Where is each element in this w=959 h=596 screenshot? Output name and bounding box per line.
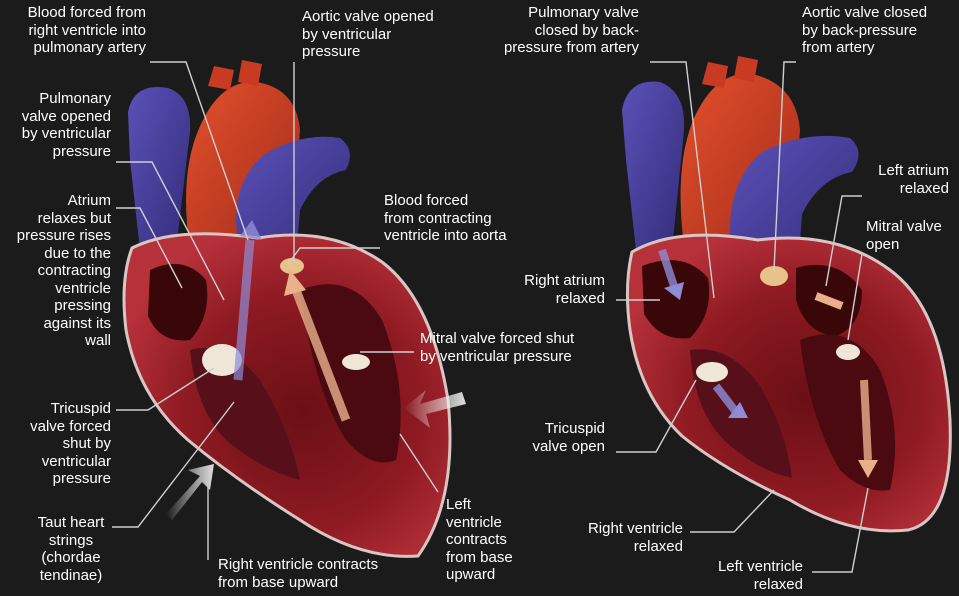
label-tricuspid-shut: Tricuspid valve forced shut by ventricul…: [30, 400, 111, 488]
label-rv-relaxed: Right ventricle relaxed: [588, 520, 683, 555]
mitral-inflow-arrow: [864, 380, 868, 460]
label-pulmonary-closed: Pulmonary valve closed by back- pressure…: [504, 4, 639, 57]
mitral-valve: [836, 344, 860, 360]
label-tricuspid-open: Tricuspid valve open: [532, 420, 605, 455]
leader-rv-relaxed: [690, 490, 774, 532]
systole-heart: [124, 60, 466, 556]
mitral-valve: [342, 354, 370, 370]
label-lv-relaxed: Left ventricle relaxed: [718, 558, 803, 593]
label-mitral-shut: Mitral valve forced shut by ventricular …: [420, 330, 574, 365]
diastole-heart: [622, 56, 950, 531]
rv-compression-arrow: [166, 464, 214, 520]
label-left-atrium-relaxed: Left atrium relaxed: [878, 162, 949, 197]
label-rv-contracts: Right ventricle contracts from base upwa…: [218, 556, 378, 591]
label-pulmonary-opened: Pulmonary valve opened by ventricular pr…: [22, 90, 111, 160]
label-atrium-relaxes: Atrium relaxes but pressure rises due to…: [17, 192, 111, 350]
tricuspid-valve: [696, 362, 728, 382]
superior-vena-cava: [128, 87, 190, 250]
superior-vena-cava: [622, 82, 684, 250]
label-blood-to-pulmonary: Blood forced from right ventricle into p…: [28, 4, 146, 57]
label-aortic-opened: Aortic valve opened by ventricular press…: [302, 8, 434, 61]
label-aortic-closed: Aortic valve closed by back-pressure fro…: [802, 4, 927, 57]
label-mitral-open: Mitral valve open: [866, 218, 942, 253]
label-right-atrium-relaxed: Right atrium relaxed: [524, 272, 605, 307]
aortic-valve: [280, 258, 304, 274]
label-blood-to-aorta: Blood forced from contracting ventricle …: [384, 192, 507, 245]
label-lv-contracts: Left ventricle contracts from base upwar…: [446, 496, 513, 584]
label-taut-strings: Taut heart strings (chordae tendinae): [24, 514, 118, 584]
